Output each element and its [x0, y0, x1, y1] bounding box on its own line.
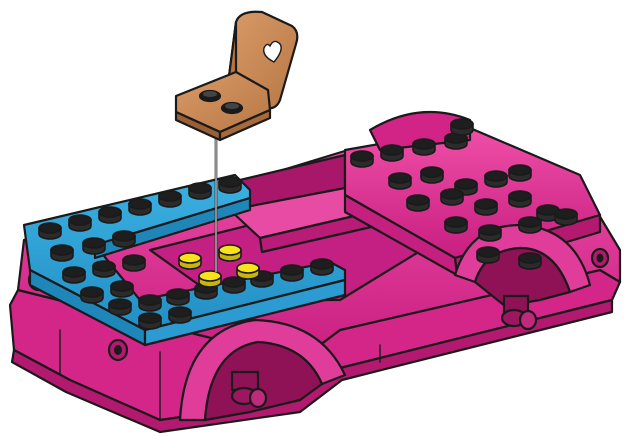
seat-stud-1 [200, 91, 220, 101]
yellow-placement-stud [199, 271, 221, 287]
blue-plate-stud [81, 287, 103, 303]
blue-plate-stud [129, 199, 151, 215]
rear-deck-stud [441, 189, 463, 205]
rear-deck-stud [389, 173, 411, 189]
rear-deck-stud [351, 151, 373, 167]
yellow-placement-stud [179, 253, 201, 269]
rear-deck-stud [555, 209, 577, 225]
yellow-placement-stud [237, 263, 259, 279]
rear-deck-stud [451, 119, 473, 135]
blue-plate-stud [111, 281, 133, 297]
blue-plate-stud [123, 255, 145, 271]
yellow-placement-stud [219, 245, 241, 261]
rear-deck-stud [413, 139, 435, 155]
blue-plate-stud [83, 238, 105, 254]
blue-plate-stud [93, 261, 115, 277]
rear-deck-stud [445, 217, 467, 233]
blue-plate-stud [281, 265, 303, 281]
blue-plate-stud [51, 245, 73, 261]
blue-plate-stud [219, 177, 241, 193]
blue-plate-stud [99, 207, 121, 223]
rear-deck-stud [479, 225, 501, 241]
blue-plate-stud [159, 191, 181, 207]
rear-deck-stud [485, 171, 507, 187]
blue-plate-stud [139, 295, 161, 311]
side-knob-front [109, 340, 127, 360]
blue-plate-stud [139, 313, 161, 329]
blue-plate-stud [189, 183, 211, 199]
rear-deck-stud [475, 199, 497, 215]
rear-deck-stud [407, 195, 429, 211]
rear-deck-stud [477, 247, 499, 263]
blue-plate-stud [167, 289, 189, 305]
blue-plate-stud [113, 231, 135, 247]
blue-plate-stud [109, 299, 131, 315]
rear-deck-stud [509, 165, 531, 181]
rear-deck-stud [519, 253, 541, 269]
side-knob-rear [592, 249, 608, 267]
rear-deck-stud [509, 191, 531, 207]
blue-plate-stud [39, 223, 61, 239]
blue-plate-stud [169, 307, 191, 323]
blue-plate-stud [63, 267, 85, 283]
rear-deck-stud [381, 145, 403, 161]
blue-plate-stud [223, 277, 245, 293]
rear-deck-stud [519, 217, 541, 233]
seat-part [176, 12, 297, 140]
rear-deck-stud [421, 167, 443, 183]
seat-stud-2 [222, 103, 242, 113]
blue-plate-stud [311, 259, 333, 275]
blue-plate-stud [69, 215, 91, 231]
